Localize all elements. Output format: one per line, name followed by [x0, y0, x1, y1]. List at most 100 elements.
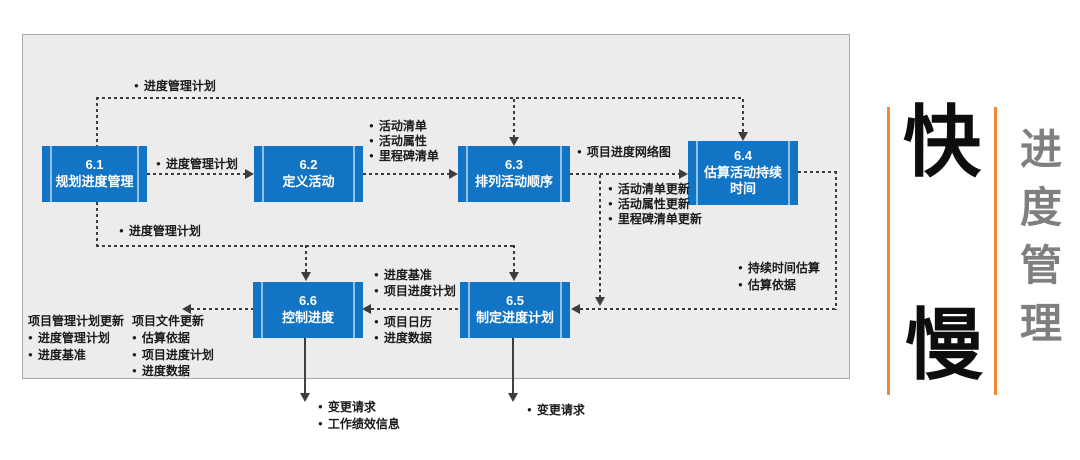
flow-label: ●进度数据: [374, 331, 432, 345]
flow-label: ● 变更请求: [318, 400, 376, 414]
arrowhead-icon: [679, 169, 688, 179]
flow-label: ●持续时间估算: [738, 261, 820, 275]
flow-label-text: 项目日历: [383, 315, 432, 329]
connector-line: [305, 245, 307, 273]
bullet-icon: ●: [28, 350, 33, 359]
flow-label-text: 活动属性更新: [617, 197, 690, 211]
flow-label-text: 变更请求: [536, 403, 585, 417]
flow-label-text: 活动清单更新: [617, 182, 690, 196]
bullet-icon: ●: [374, 270, 379, 279]
flow-label-text: 活动清单: [378, 119, 427, 133]
bullet-icon: ●: [374, 286, 379, 295]
bullet-icon: ●: [132, 350, 137, 359]
process-name: 控制进度: [281, 310, 334, 325]
box-stripe: [560, 282, 562, 338]
connector-line: [96, 97, 98, 146]
flow-label-text: 变更请求: [327, 400, 376, 414]
connector-line: [191, 308, 253, 310]
connector-line: [835, 171, 837, 310]
flow-label: ●进度管理计划: [119, 224, 201, 238]
flow-label-text: 里程碑清单更新: [617, 212, 702, 226]
flow-label-text: 进度管理计划: [128, 224, 201, 238]
flow-label: ●项目日历: [374, 315, 432, 329]
bullet-icon: ●: [134, 81, 139, 90]
flow-label: ●进度管理计划: [28, 331, 110, 345]
flow-label: ●项目进度网络图: [577, 145, 671, 159]
box-stripe: [262, 146, 264, 202]
process-id: 6.6: [298, 293, 318, 309]
connector-line: [742, 99, 744, 132]
connector-line: [304, 338, 306, 393]
arrowhead-icon: [571, 304, 580, 314]
arrowhead-icon: [509, 137, 519, 146]
flow-label: ●里程碑清单: [369, 149, 439, 163]
flow-label: ●里程碑清单更新: [608, 212, 702, 226]
arrowhead-icon: [182, 304, 191, 314]
bullet-icon: ●: [132, 333, 137, 342]
bullet-icon: ●: [608, 199, 613, 208]
flow-label-text: 估算依据: [141, 331, 190, 345]
flow-label: ● 活动清单更新: [608, 182, 690, 196]
bullet-icon: ●: [738, 263, 743, 272]
connector-line: [363, 173, 449, 175]
box-stripe: [137, 146, 139, 202]
flow-label-text: 进度基准: [37, 348, 86, 362]
arrowhead-icon: [508, 393, 518, 402]
bullet-icon: ●: [527, 405, 532, 414]
connector-line: [96, 202, 98, 245]
flow-label: ●进度管理计划: [156, 157, 238, 171]
flow-label-text: 项目进度计划: [383, 284, 456, 298]
process-name: 排列活动顺序: [474, 174, 553, 189]
process-id: 6.5: [505, 293, 525, 309]
bullet-icon: ●: [608, 184, 613, 193]
connector-line: [599, 175, 601, 298]
arrowhead-icon: [509, 272, 519, 281]
arrowhead-icon: [362, 304, 371, 314]
box-stripe: [468, 282, 470, 338]
bullet-icon: ●: [374, 333, 379, 342]
output-group-header: 项目管理计划更新: [28, 314, 124, 328]
connector-line: [580, 308, 837, 310]
connector-line: [512, 338, 514, 393]
bullet-icon: ●: [318, 402, 323, 411]
flow-label: ●进度数据: [132, 364, 190, 378]
flow-label-text: 里程碑清单: [378, 149, 439, 163]
flow-label: ● 估算依据: [132, 331, 190, 345]
flow-label: ●进度管理计划: [134, 79, 216, 93]
connector-line: [147, 173, 245, 175]
flow-label: ●活动清单: [369, 119, 427, 133]
flow-label: ● 进度基准: [28, 348, 86, 362]
process-name: 规划进度管理: [55, 174, 134, 189]
connector-line: [513, 99, 515, 138]
flow-label-text: 进度管理计划: [37, 331, 110, 345]
process-id: 6.3: [504, 157, 524, 173]
vertical-title-char: 进: [1020, 126, 1063, 173]
vertical-title-char: 管: [1020, 241, 1063, 289]
flow-label: ● 项目进度计划: [132, 348, 214, 362]
process-id: 6.2: [299, 157, 318, 173]
connector-line: [371, 308, 461, 310]
flow-label-text: 项目进度计划: [141, 348, 214, 362]
flow-label-text: 估算依据: [747, 278, 796, 292]
arrowhead-icon: [300, 393, 310, 402]
arrowhead-icon: [245, 169, 254, 179]
slow-character: 慢: [904, 301, 983, 389]
vertical-title-char: 理: [1020, 299, 1063, 347]
flow-label: ● 变更请求: [527, 403, 585, 417]
flow-label: ●活动属性: [369, 134, 427, 148]
connector-line: [570, 173, 679, 175]
vertical-title-char: 度: [1020, 183, 1063, 231]
process-name: 定义活动: [282, 174, 335, 189]
box-stripe: [353, 282, 355, 338]
orange-rule-left: [887, 107, 890, 395]
arrowhead-icon: [738, 132, 748, 141]
flow-label-text: 活动属性: [378, 134, 427, 148]
box-stripe: [50, 146, 52, 202]
bullet-icon: ●: [577, 147, 582, 156]
arrowhead-icon: [449, 169, 458, 179]
flow-label-text: 进度基准: [383, 268, 432, 282]
